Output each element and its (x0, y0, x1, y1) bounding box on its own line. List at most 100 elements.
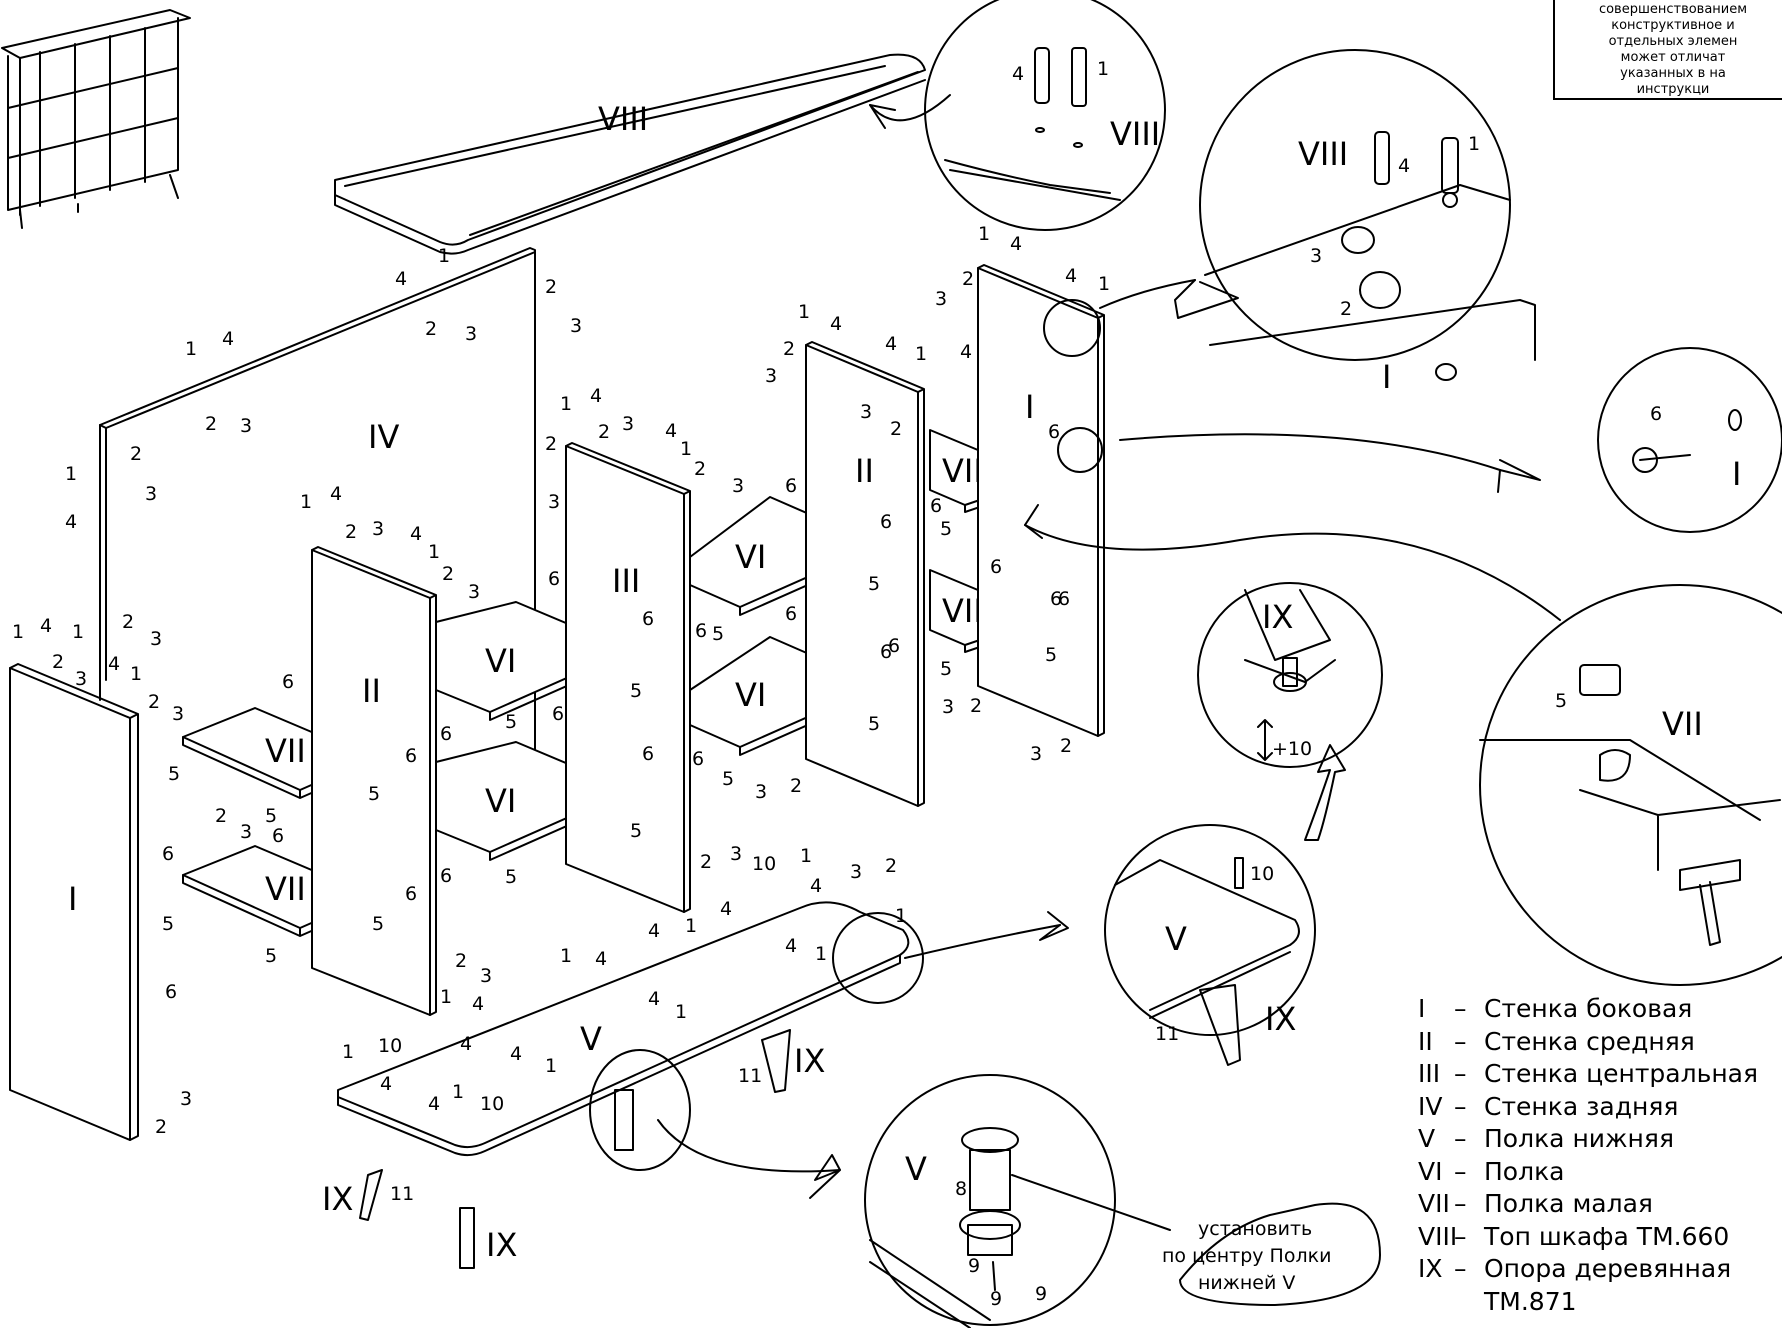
svg-text:3: 3 (468, 581, 480, 603)
svg-text:4: 4 (1065, 265, 1077, 287)
svg-text:1: 1 (978, 223, 990, 245)
svg-text:5: 5 (162, 913, 174, 935)
svg-text:6: 6 (1048, 421, 1060, 443)
svg-text:6: 6 (692, 748, 704, 770)
svg-text:4: 4 (830, 313, 842, 335)
svg-text:2: 2 (215, 805, 227, 827)
svg-text:3: 3 (1030, 743, 1042, 765)
svg-text:4: 4 (380, 1073, 392, 1095)
bottom-shelf-v: V (337, 901, 910, 1157)
svg-text:1: 1 (1098, 273, 1110, 295)
svg-text:3: 3 (622, 413, 634, 435)
svg-text:3: 3 (860, 401, 872, 423)
legend-row: V–Полка нижняя (1418, 1124, 1674, 1153)
svg-text:3: 3 (942, 696, 954, 718)
svg-text:6: 6 (552, 703, 564, 725)
svg-text:4: 4 (785, 935, 797, 957)
svg-text:4: 4 (885, 333, 897, 355)
svg-text:5: 5 (712, 623, 724, 645)
svg-text:4: 4 (108, 653, 120, 675)
svg-text:6: 6 (282, 671, 294, 693)
central-panel-iii: III (565, 442, 691, 913)
svg-text:5: 5 (168, 763, 180, 785)
svg-text:1: 1 (800, 845, 812, 867)
note-line: отдельных элемен (1608, 34, 1738, 49)
svg-text:6: 6 (405, 883, 417, 905)
svg-text:1: 1 (545, 1055, 557, 1077)
label-vii-3: VII (942, 452, 983, 490)
svg-text:1: 1 (12, 621, 24, 643)
svg-text:I: I (1382, 358, 1391, 396)
label-vi-2: VI (485, 782, 516, 820)
svg-text:3: 3 (730, 843, 742, 865)
svg-text:2: 2 (1340, 298, 1352, 320)
parts-legend: I–Стенка боковая II–Стенка средняя III–С… (1418, 993, 1758, 1318)
svg-text:4: 4 (510, 1043, 522, 1065)
svg-text:9: 9 (990, 1288, 1002, 1310)
svg-text:2: 2 (130, 443, 142, 465)
note-line: совершенствованием (1598, 2, 1748, 17)
svg-text:11: 11 (390, 1183, 414, 1205)
leg-ix-1: IX (322, 1169, 383, 1221)
svg-text:6: 6 (695, 620, 707, 642)
side-panel-i-right: I (977, 264, 1105, 737)
svg-text:I: I (1732, 455, 1741, 493)
svg-text:1: 1 (438, 245, 450, 267)
svg-text:2: 2 (962, 268, 974, 290)
label-iii: III (612, 562, 640, 600)
detail-circle-shelf-pin: 6 I (1057, 347, 1782, 533)
label-vii-4: VII (942, 592, 983, 630)
svg-text:5: 5 (372, 913, 384, 935)
svg-text:1: 1 (680, 438, 692, 460)
svg-text:2: 2 (122, 611, 134, 633)
svg-text:1: 1 (560, 393, 572, 415)
detail-circle-cam-lock: 5 VII (1024, 504, 1782, 986)
svg-text:VIII: VIII (1298, 135, 1348, 173)
svg-text:1: 1 (342, 1041, 354, 1063)
svg-text:1: 1 (452, 1081, 464, 1103)
legend-row: VIII–Топ шкафа ТМ.660 (1418, 1221, 1730, 1251)
svg-text:2: 2 (694, 458, 706, 480)
svg-text:4: 4 (428, 1093, 440, 1115)
svg-text:5: 5 (1045, 644, 1057, 666)
label-viii-top: VIII (598, 100, 648, 138)
svg-text:4: 4 (1010, 233, 1022, 255)
svg-text:11: 11 (738, 1065, 762, 1087)
svg-text:4: 4 (40, 615, 52, 637)
note-line: инструкци (1636, 82, 1710, 97)
svg-text:3: 3 (240, 821, 252, 843)
svg-text:6: 6 (1058, 588, 1070, 610)
legend-row: VI–Полка (1418, 1156, 1565, 1186)
label-i-right: I (1025, 388, 1034, 426)
legend-row: IX–Опора деревянная (1418, 1254, 1732, 1283)
svg-text:2: 2 (598, 421, 610, 443)
svg-text:3: 3 (75, 668, 87, 690)
svg-text:V: V (905, 1150, 927, 1188)
shelf-vi-2: VI (435, 741, 631, 861)
top-panel-viii: VIII (334, 53, 926, 255)
svg-text:1: 1 (675, 1001, 687, 1023)
label-vi-4: VI (735, 676, 766, 714)
svg-text:4: 4 (648, 920, 660, 942)
svg-text:4: 4 (665, 420, 677, 442)
svg-text:4: 4 (1398, 155, 1410, 177)
svg-text:V: V (1165, 920, 1187, 958)
note-box: совершенствованием конструктивное и отде… (1553, 0, 1782, 100)
svg-text:6: 6 (880, 641, 892, 663)
svg-text:6: 6 (165, 981, 177, 1003)
svg-text:3: 3 (935, 288, 947, 310)
svg-text:1: 1 (65, 463, 77, 485)
svg-text:2: 2 (205, 413, 217, 435)
svg-text:IX: IX (322, 1180, 353, 1218)
note-line: может отличат (1620, 50, 1726, 65)
svg-text:1: 1 (895, 905, 907, 927)
svg-text:3: 3 (570, 315, 582, 337)
svg-text:1: 1 (1097, 58, 1109, 80)
svg-text:1: 1 (685, 915, 697, 937)
label-v: V (580, 1020, 602, 1058)
svg-text:10: 10 (378, 1035, 402, 1057)
label-vi-1: VI (485, 642, 516, 680)
svg-text:+10: +10 (1272, 738, 1312, 760)
